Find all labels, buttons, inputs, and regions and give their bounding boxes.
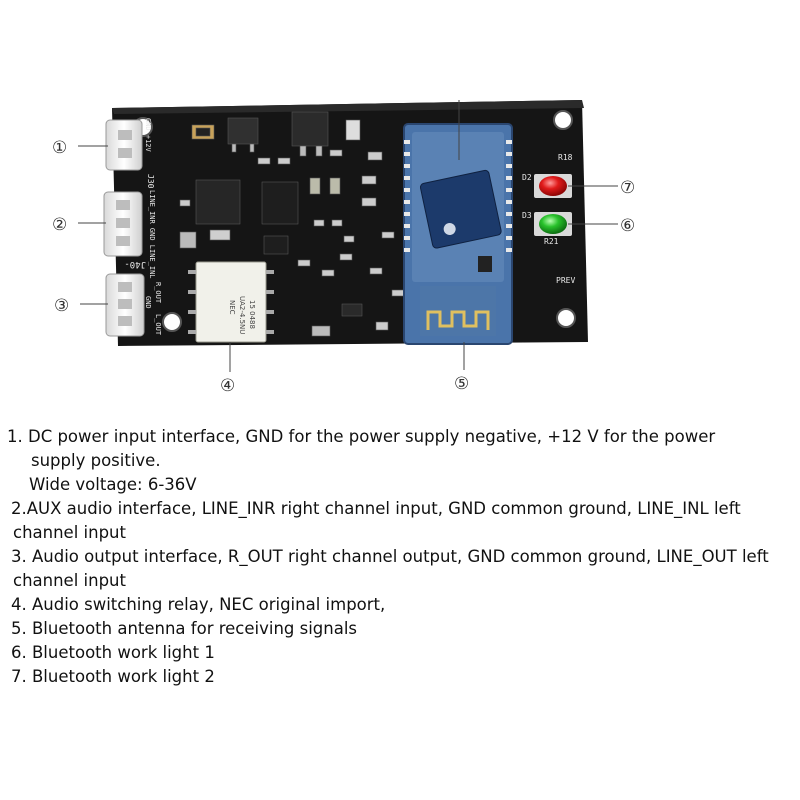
relay-brand: NEC (228, 300, 236, 315)
callout-6: ⑥ (620, 216, 635, 236)
item-2-line-1: 2.AUX audio interface, LINE_INR right ch… (11, 499, 741, 518)
callout-lines (78, 100, 618, 372)
bluetooth-module (403, 123, 513, 345)
callout-1: ① (52, 138, 67, 158)
relay-model: UA2-4.5NU (238, 296, 246, 334)
callout-2: ② (52, 215, 67, 235)
callout-5: ⑤ (454, 374, 469, 394)
dc-power-connector (105, 119, 143, 171)
item-1-line-2: supply positive. (31, 451, 161, 470)
dc-input-label: GND +12V (144, 118, 152, 153)
r18-label: R18 (558, 153, 573, 162)
d3-label: D3 (522, 211, 532, 220)
mounting-hole (556, 308, 576, 328)
l-out-label: L_OUT (154, 314, 162, 336)
description-list: 1. DC power input interface, GND for the… (0, 425, 800, 689)
led-green (534, 212, 572, 236)
item-3-line-2: channel input (13, 571, 126, 590)
d2-label: D2 (522, 173, 532, 182)
board-diagram: J30 LINE_INR GND LINE_INL J40- R_OUT GND… (52, 100, 635, 396)
item-1-line-1: 1. DC power input interface, GND for the… (7, 427, 716, 446)
callout-4: ④ (220, 376, 235, 396)
smd-components (179, 111, 405, 337)
item-3-line-1: 3. Audio output interface, R_OUT right c… (11, 547, 769, 566)
led-red (534, 174, 572, 198)
j40-label: J40- (124, 259, 146, 269)
r21-label: R21 (544, 237, 559, 246)
callout-7: ⑦ (620, 178, 635, 198)
aux-audio-connector (103, 191, 143, 257)
j30-label: J30 (146, 174, 155, 189)
item-6: 6. Bluetooth work light 1 (11, 643, 215, 662)
item-1-line-3: Wide voltage: 6-36V (29, 475, 197, 494)
callout-3: ③ (54, 296, 69, 316)
gnd-label: GND (144, 296, 152, 309)
relay-code: 15 0488 (248, 300, 256, 329)
mounting-hole (162, 312, 182, 332)
audio-relay: NEC UA2-4.5NU 15 0488 (188, 261, 274, 343)
item-5: 5. Bluetooth antenna for receiving signa… (11, 619, 358, 638)
item-2-line-2: channel input (13, 523, 126, 542)
antenna-trace (426, 310, 490, 330)
r-out-label: R_OUT (154, 282, 162, 304)
mounting-hole (553, 110, 573, 130)
prev-label: PREV (556, 276, 575, 285)
item-7: 7. Bluetooth work light 2 (11, 667, 215, 686)
line-in-label: LINE_INR GND LINE_INL (148, 190, 156, 279)
audio-output-connector (105, 273, 145, 337)
item-4: 4. Audio switching relay, NEC original i… (11, 595, 386, 614)
bluetooth-chip (419, 169, 502, 249)
